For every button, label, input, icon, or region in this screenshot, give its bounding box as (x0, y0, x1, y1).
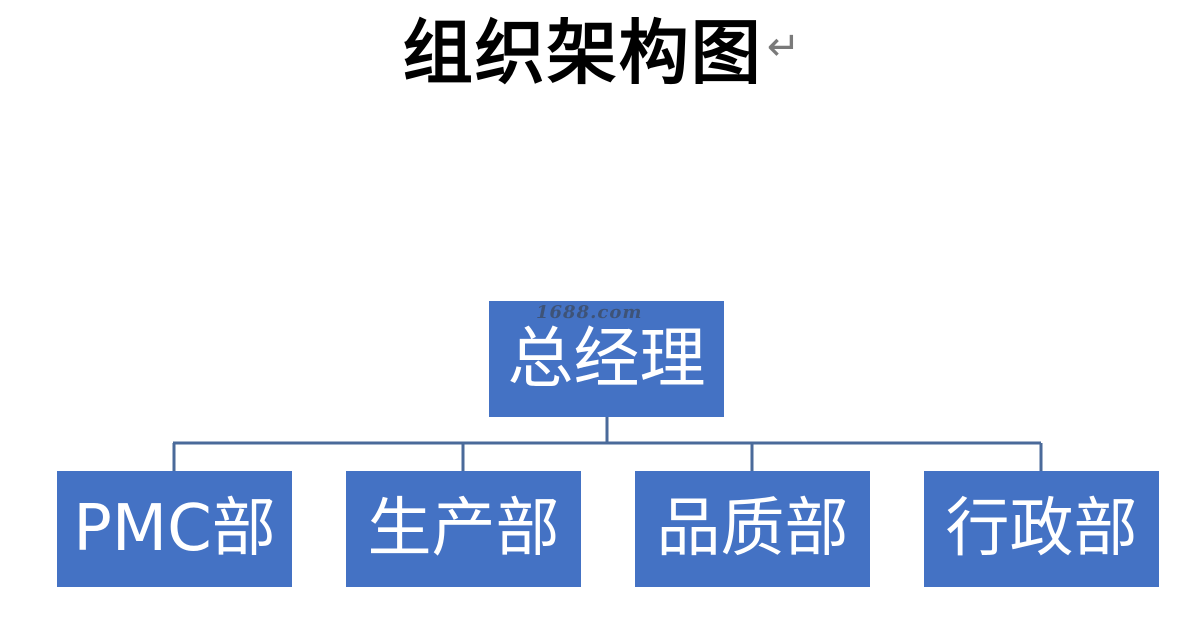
org-node-label: 生产部 (367, 492, 560, 566)
org-node-production-dept[interactable]: 生产部 (346, 471, 581, 587)
org-node-admin-dept[interactable]: 行政部 (924, 471, 1159, 587)
org-node-pmc-dept[interactable]: PMC部 (57, 471, 292, 587)
paragraph-mark-icon: ↵ (766, 24, 801, 70)
org-node-general-manager[interactable]: 总经理 (489, 301, 724, 417)
page-title: 组织架构图 (402, 12, 763, 94)
title-row: 组织架构图 ↵ (0, 8, 1203, 98)
org-node-label: PMC部 (73, 492, 276, 566)
watermark: 1688.com (536, 302, 643, 323)
org-node-label: 总经理 (507, 320, 706, 397)
org-node-label: 品质部 (656, 492, 849, 566)
org-node-quality-dept[interactable]: 品质部 (635, 471, 870, 587)
org-node-label: 行政部 (945, 492, 1138, 566)
